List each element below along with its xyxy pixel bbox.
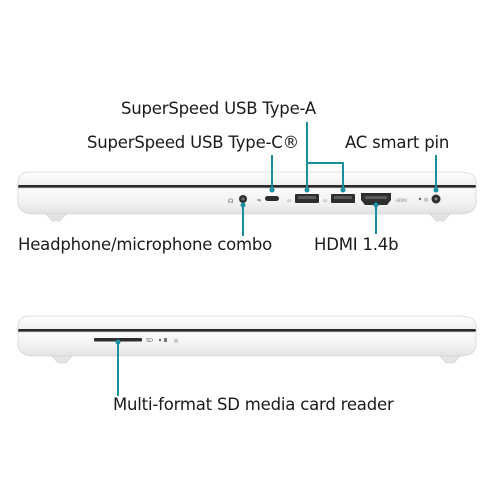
svg-text:HDMI: HDMI bbox=[396, 198, 407, 203]
laptop-right-side-view: ☊ ⇋ ss ss HDMI ◎ bbox=[17, 171, 477, 222]
usb-icon: ⇋ bbox=[257, 198, 261, 204]
laptop-foot-left bbox=[45, 213, 67, 222]
label-hdmi: HDMI 1.4b bbox=[314, 235, 399, 254]
label-usb-type-c: SuperSpeed USB Type-C® bbox=[87, 133, 299, 152]
laptop-foot-left bbox=[51, 355, 73, 364]
laptop-foot-right bbox=[429, 213, 451, 222]
callout-dots-top bbox=[240, 187, 439, 208]
drive-indicator-icon bbox=[164, 338, 167, 342]
label-usb-type-a: SuperSpeed USB Type-A bbox=[121, 99, 317, 118]
headphone-jack-port: ☊ bbox=[228, 195, 247, 205]
label-sd-reader: Multi-format SD media card reader bbox=[113, 395, 394, 414]
usb-type-a-port-1: ss bbox=[287, 194, 319, 203]
label-headphone-combo: Headphone/microphone combo bbox=[18, 235, 273, 254]
power-icon: ◎ bbox=[424, 197, 429, 203]
laptop-left-side-view: SD ◎ bbox=[17, 315, 477, 364]
laptop-foot-right bbox=[439, 355, 461, 364]
svg-text:ss: ss bbox=[323, 198, 327, 203]
hdmi-port: HDMI bbox=[361, 193, 407, 205]
ac-smart-pin-port: ◎ bbox=[418, 194, 441, 204]
usb-type-c-port: ⇋ bbox=[257, 196, 279, 204]
svg-text:ss: ss bbox=[287, 198, 291, 203]
laptop-seam bbox=[18, 329, 476, 332]
headphone-icon: ☊ bbox=[228, 198, 233, 205]
usb-type-a-port-2: ss bbox=[323, 194, 355, 203]
callout-lines-top bbox=[242, 122, 437, 236]
status-indicator-light bbox=[158, 338, 162, 342]
laptop-seam bbox=[18, 185, 476, 188]
callout-line-bottom bbox=[115, 339, 121, 396]
label-ac-smart-pin: AC smart pin bbox=[345, 133, 450, 152]
charging-indicator-light bbox=[418, 197, 422, 201]
power-icon: ◎ bbox=[174, 338, 179, 344]
sd-slot-marking: SD bbox=[146, 338, 153, 344]
